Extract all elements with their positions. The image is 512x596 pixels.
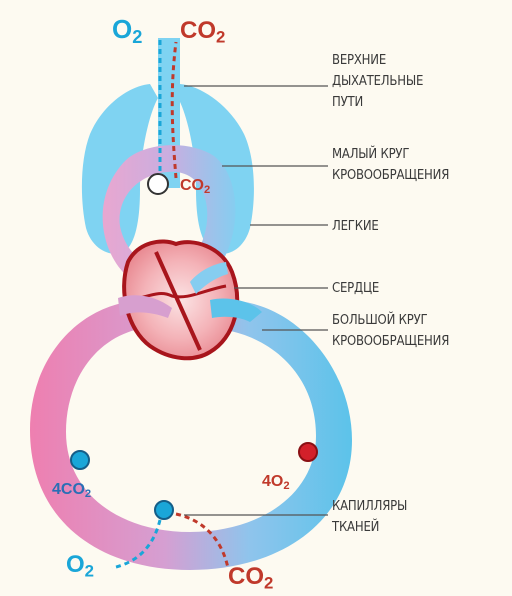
- tissue-capillary-dot: [155, 501, 173, 519]
- co2-blood-dot: [71, 451, 89, 469]
- o2-bottom-label: O2: [66, 551, 94, 581]
- lungs-callout: ЛЕГКИЕ: [332, 216, 379, 237]
- airways-callout: ВЕРХНИЕ ДЫХАТЕЛЬНЫЕ ПУТИ: [332, 50, 423, 113]
- o2-top-label: O2: [112, 14, 142, 47]
- o2-blood-dot: [299, 443, 317, 461]
- pulmonary-circulation-callout: МАЛЫЙ КРУГ КРОВООБРАЩЕНИЯ: [332, 144, 449, 186]
- capillaries-line-2: ТКАНЕЙ: [332, 517, 407, 538]
- heart-line-1: СЕРДЦЕ: [332, 278, 379, 299]
- lungs-line-1: ЛЕГКИЕ: [332, 216, 379, 237]
- airways-line-2: ДЫХАТЕЛЬНЫЕ: [332, 71, 423, 92]
- co2-bottom-label: CO2: [228, 563, 273, 591]
- airways-line-1: ВЕРХНИЕ: [332, 50, 423, 71]
- o2-count-label: 4O2: [262, 473, 290, 492]
- pulmonary-line-1: МАЛЫЙ КРУГ: [332, 144, 449, 165]
- heart-callout: СЕРДЦЕ: [332, 278, 379, 299]
- systemic-circulation-callout: БОЛЬШОЙ КРУГ КРОВООБРАЩЕНИЯ: [332, 310, 449, 352]
- systemic-line-2: КРОВООБРАЩЕНИЯ: [332, 331, 449, 352]
- capillaries-line-1: КАПИЛЛЯРЫ: [332, 496, 407, 517]
- co2-top-label: CO2: [180, 17, 225, 47]
- airways-line-3: ПУТИ: [332, 92, 423, 113]
- systemic-line-1: БОЛЬШОЙ КРУГ: [332, 310, 449, 331]
- co2-count-label: 4CO2: [52, 481, 91, 500]
- tissue-capillaries-callout: КАПИЛЛЯРЫ ТКАНЕЙ: [332, 496, 407, 538]
- alveolus-circle: [148, 174, 168, 194]
- pulmonary-line-2: КРОВООБРАЩЕНИЯ: [332, 165, 449, 186]
